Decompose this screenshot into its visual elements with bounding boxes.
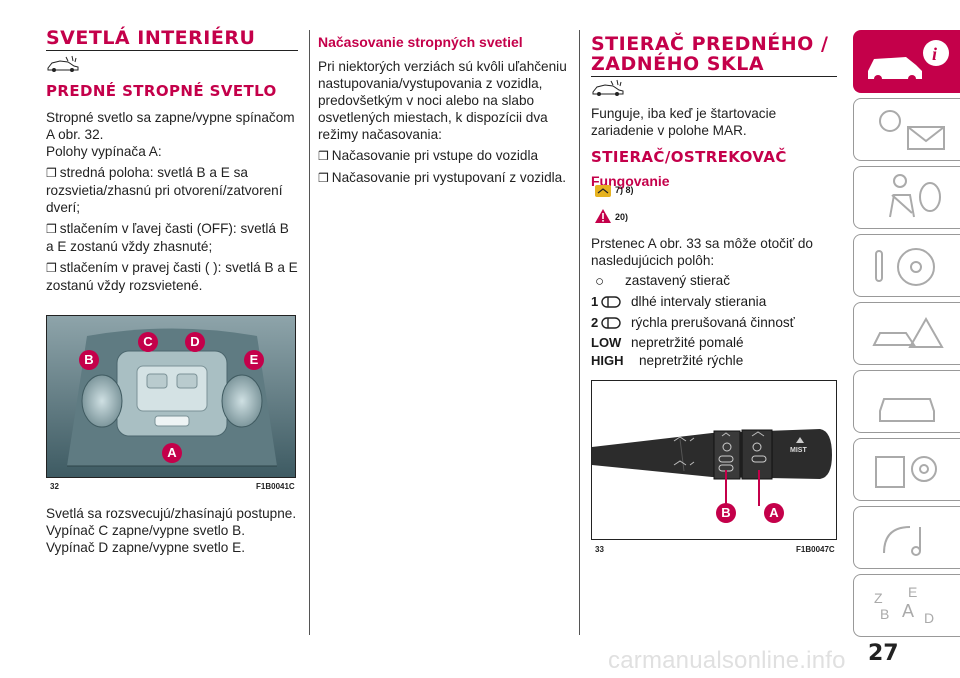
switch-positions-label: Polohy vypínača A: bbox=[46, 144, 162, 159]
wiper-positions-table: ○ zastavený stierač 1 dlhé intervaly sti… bbox=[591, 273, 795, 368]
section-title-timing: Načasovanie stropných svetiel bbox=[318, 34, 523, 50]
tab-safety[interactable] bbox=[853, 166, 960, 229]
car-equipment-icon bbox=[591, 79, 841, 99]
tab-driving[interactable] bbox=[853, 234, 960, 297]
callout-b: B bbox=[716, 503, 736, 523]
paragraph: Svetlá sa rozsvecujú/zhasínajú postupne. bbox=[46, 506, 297, 521]
steering-wheel-icon bbox=[875, 248, 935, 286]
seatbelt-person-icon bbox=[889, 174, 941, 218]
list-item: ❒stlačením v ľavej časti (OFF): svetlá B… bbox=[46, 221, 289, 254]
timing-intro: Pri niektorých verziách sú kvôli uľahčen… bbox=[318, 59, 567, 142]
column-divider bbox=[309, 30, 310, 635]
list-item: ❒Načasovanie pri vstupe do vozidla bbox=[318, 148, 539, 163]
figure-number: 33 bbox=[595, 545, 604, 554]
light-envelope-icon bbox=[879, 110, 945, 150]
callout-a: A bbox=[764, 503, 784, 523]
list-item: ❒stredná poloha: svetlá B a E sa rozsvie… bbox=[46, 165, 283, 215]
callout-e: E bbox=[244, 350, 264, 370]
section-title-interior-lights: SVETLÁ INTERIÉRU bbox=[46, 28, 298, 51]
left-column: SVETLÁ INTERIÉRU PREDNÉ STROPNÉ SVETLO S… bbox=[46, 28, 298, 294]
svg-text:B: B bbox=[880, 606, 889, 622]
svg-text:E: E bbox=[908, 584, 917, 600]
tab-maintenance[interactable] bbox=[853, 370, 960, 433]
car-service-icon bbox=[879, 398, 935, 422]
car-equipment-icon bbox=[46, 55, 298, 75]
tab-car-info[interactable]: i bbox=[853, 30, 960, 93]
music-note-icon bbox=[883, 526, 921, 556]
callout-b: B bbox=[79, 350, 99, 370]
right-column: STIERAČ PREDNÉHO / ZADNÉHO SKLA Funguje,… bbox=[591, 34, 841, 189]
paragraph: Vypínač C zapne/vypne svetlo B. bbox=[46, 523, 245, 538]
subsection-operation: Fungovanie bbox=[591, 173, 670, 189]
interval-wiper-icon bbox=[601, 317, 621, 329]
subsection-front-ceiling-light: PREDNÉ STROPNÉ SVETLO bbox=[46, 82, 277, 100]
tab-lights-messages[interactable] bbox=[853, 98, 960, 161]
watermark: carmanualsonline.info bbox=[608, 647, 846, 674]
figure-wiper-stalk-photo bbox=[591, 380, 837, 540]
section-title-wiper: STIERAČ PREDNÉHO / ZADNÉHO SKLA bbox=[591, 34, 837, 77]
page-number: 27 bbox=[868, 641, 899, 666]
ring-description: Prstenec A obr. 33 sa môže otočiť do nas… bbox=[591, 236, 813, 268]
warning-car-icon bbox=[872, 316, 944, 348]
interval-wiper-icon bbox=[601, 296, 621, 308]
svg-text:i: i bbox=[932, 44, 937, 64]
middle-column: Načasovanie stropných svetiel Pri niekto… bbox=[318, 34, 570, 187]
tab-multimedia[interactable] bbox=[853, 506, 960, 569]
subsection-wiper-washer: STIERAČ/OSTREKOVAČ bbox=[591, 148, 787, 166]
stalk-mist-label: MIST bbox=[790, 447, 807, 454]
figure-code: F1B0041C bbox=[256, 482, 295, 491]
list-item: ❒Načasovanie pri vystupovaní z vozidla. bbox=[318, 170, 566, 185]
paragraph: Vypínač D zapne/vypne svetlo E. bbox=[46, 540, 245, 555]
note-hand-icon bbox=[595, 185, 611, 197]
callout-a: A bbox=[162, 443, 182, 463]
warning-triangle-icon bbox=[595, 209, 611, 223]
list-item: ❒stlačením v pravej časti ( ): svetlá B … bbox=[46, 260, 298, 293]
intro-paragraph: Stropné svetlo sa zapne/vypne spínačom A… bbox=[46, 110, 295, 142]
callout-leader-a bbox=[758, 470, 760, 506]
callout-c: C bbox=[138, 332, 158, 352]
svg-text:A: A bbox=[902, 601, 914, 621]
wiper-intro: Funguje, iba keď je štartovacie zariaden… bbox=[591, 106, 777, 138]
after-figure-text: Svetlá sa rozsvecujú/zhasínajú postupne.… bbox=[46, 505, 298, 556]
car-info-icon: i bbox=[868, 40, 949, 83]
svg-text:Z: Z bbox=[874, 590, 883, 606]
callout-d: D bbox=[185, 332, 205, 352]
column-divider bbox=[579, 30, 580, 635]
gear-icon bbox=[875, 456, 937, 488]
svg-text:D: D bbox=[924, 610, 934, 626]
tab-technical-data[interactable] bbox=[853, 438, 960, 501]
tab-emergency[interactable] bbox=[853, 302, 960, 365]
figure-number: 32 bbox=[50, 482, 59, 491]
callout-leader-b bbox=[725, 470, 727, 506]
figure-code: F1B0047C bbox=[796, 545, 835, 554]
